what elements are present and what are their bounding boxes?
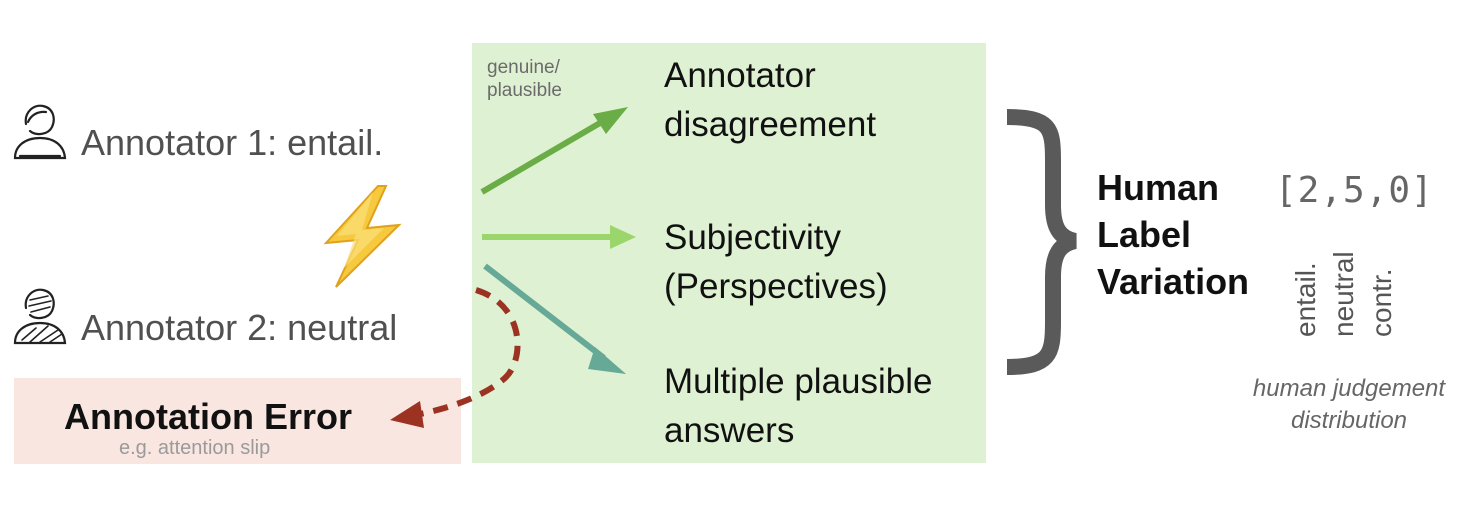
label-entail: entail. <box>1290 262 1321 337</box>
caption-line: distribution <box>1290 407 1408 434</box>
person-icon <box>13 104 67 160</box>
genuine-plausible-label: genuine/ plausible <box>487 57 562 101</box>
category-line: Multiple plausible <box>664 362 933 401</box>
person-icon <box>13 288 67 345</box>
label-contr: contr. <box>1366 268 1397 337</box>
annotation-error-title: Annotation Error <box>64 396 352 437</box>
label-neutral: neutral <box>1328 251 1359 337</box>
arrow-to-multiple-answers <box>483 263 626 374</box>
category-line: disagreement <box>664 105 877 144</box>
caption-line: human judgement <box>1252 375 1446 402</box>
hlv-line: Variation <box>1097 261 1250 302</box>
curly-brace <box>1006 109 1078 375</box>
category-subjectivity: Subjectivity (Perspectives) <box>664 213 888 311</box>
category-line: (Perspectives) <box>664 267 888 306</box>
category-line: answers <box>664 411 795 450</box>
annotator-1-label: Annotator 1: entail. <box>81 122 384 163</box>
category-line: Subjectivity <box>664 218 842 257</box>
categories-panel <box>472 43 986 463</box>
hlv-line: Label <box>1097 214 1192 255</box>
category-line: Annotator <box>664 56 816 95</box>
category-multiple-answers: Multiple plausible answers <box>664 357 932 455</box>
arrow-to-subjectivity <box>482 225 636 249</box>
hlv-line: Human <box>1097 167 1220 208</box>
distribution-vector: [2,5,0] <box>1275 170 1434 211</box>
arrow-to-annotation-error <box>390 287 521 428</box>
annotator-2-label: Annotator 2: neutral <box>81 307 398 348</box>
annotation-error-subtitle: e.g. attention slip <box>119 437 271 459</box>
annotation-error-panel <box>14 378 461 464</box>
distribution-caption: human judgement distribution <box>1226 373 1472 437</box>
arrow-to-disagreement <box>480 107 628 195</box>
lightning-icon <box>323 185 402 288</box>
human-label-variation-title: Human Label Variation <box>1097 164 1249 305</box>
category-annotator-disagreement: Annotator disagreement <box>664 51 876 149</box>
